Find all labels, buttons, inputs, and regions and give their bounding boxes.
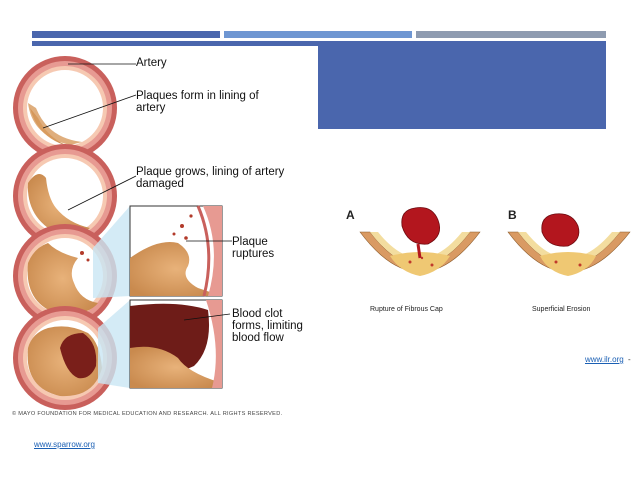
sparrow-link[interactable]: www.sparrow.org: [34, 440, 95, 449]
panel-a-letter: A: [346, 208, 355, 222]
label-artery: Artery: [136, 57, 276, 69]
label-plaques-form: Plaques form in lining of artery: [136, 90, 276, 114]
label-plaque-ruptures: Plaque ruptures: [232, 236, 292, 260]
accent-bar-light: [224, 31, 412, 38]
zoom-panel-rupture: [93, 206, 222, 298]
label-plaque-grows: Plaque grows, lining of artery damaged: [136, 166, 286, 190]
copyright-text: © MAYO FOUNDATION FOR MEDICAL EDUCATION …: [12, 411, 282, 417]
ilr-link[interactable]: www.ilr.org: [585, 355, 624, 364]
panel-a-caption: Rupture of Fibrous Cap: [370, 306, 443, 313]
title-block: [318, 43, 606, 129]
panel-b-caption: Superficial Erosion: [532, 306, 590, 313]
ilr-link-suffix: -: [628, 355, 631, 364]
panel-b-letter: B: [508, 208, 517, 222]
panel-b-illustration: [508, 214, 630, 276]
rupture-erosion-figure: A B Rupture of Fibrous Cap Superficial E…: [340, 200, 635, 325]
accent-bar-gray: [416, 31, 606, 38]
label-blood-clot: Blood clot forms, limiting blood flow: [232, 308, 312, 344]
panel-a-illustration: [360, 208, 480, 277]
zoom-panel-clot: [98, 300, 222, 388]
artery-plaque-figure: Artery Plaques form in lining of artery …: [8, 48, 318, 428]
accent-bar-dark: [32, 31, 220, 38]
